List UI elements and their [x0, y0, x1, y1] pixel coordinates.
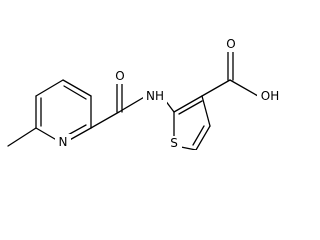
atom-label-acid-oh: OH [261, 89, 279, 103]
bond-c3t-cooh [201, 79, 231, 97]
atom-label-amide-nh: NH [146, 89, 164, 103]
bond-c3t-c4t [201, 95, 211, 127]
atom-label-thiophene-s: S [170, 136, 178, 150]
bond-c2t-c3t-inner [178, 100, 203, 115]
label-mask-acid-o [223, 37, 239, 52]
chemical-structure: N O NH O OH S [7, 37, 283, 150]
bond-cooh-oh [229, 79, 259, 97]
atom-label-acid-o: O [226, 37, 235, 51]
bond-c2t-c3t [173, 95, 203, 113]
bond-c4-c3 [62, 79, 92, 97]
label-mask-carbonyl-o [112, 69, 128, 84]
atom-labels: N O NH O OH S [55, 37, 283, 150]
label-mask-pyridine-n [55, 134, 71, 150]
bonds [7, 47, 259, 150]
bond-c2-carbonyl [90, 111, 120, 129]
bond-methyl-c6 [7, 127, 37, 147]
bond-c5-c4 [35, 79, 64, 97]
label-mask-acid-oh [257, 88, 283, 104]
label-mask-thiophene-s [166, 136, 182, 150]
atom-label-pyridine-n: N [59, 135, 68, 149]
bond-c4t-c5t-inner [192, 125, 205, 146]
label-mask-amide-nh [143, 88, 167, 104]
atom-label-carbonyl-o: O [115, 69, 124, 83]
bond-carbonyl-nh [118, 95, 147, 113]
bond-c4t-c5t [195, 125, 211, 150]
bond-c4-c3-inner [63, 85, 87, 100]
